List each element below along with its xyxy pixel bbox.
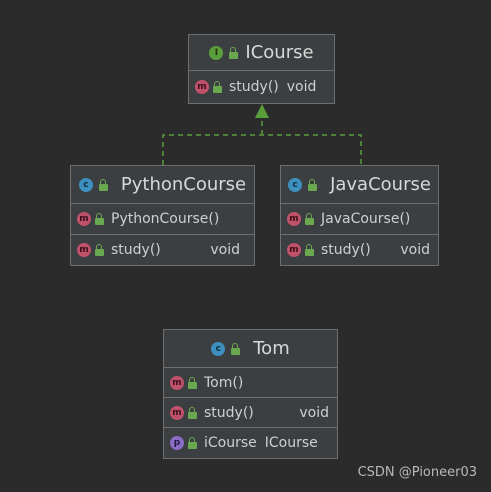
public-lock-icon <box>229 46 239 59</box>
tom-constructor-row[interactable]: m Tom() <box>164 368 337 397</box>
pythoncourse-method-row[interactable]: m study() void <box>71 234 254 265</box>
watermark: CSDN @Pioneer03 <box>357 465 477 480</box>
field-type: ICourse <box>264 435 318 451</box>
method-icon: m <box>195 80 209 94</box>
method-return-type: void <box>299 404 329 421</box>
public-lock-icon <box>213 81 223 93</box>
inheritance-arrowhead <box>255 104 269 118</box>
public-lock-icon <box>95 244 105 256</box>
method-name: study() <box>229 79 279 95</box>
field-name: iCourse <box>204 435 257 451</box>
javacourse-name: JavaCourse <box>330 174 431 195</box>
interface-icon: I <box>209 45 224 60</box>
public-lock-icon <box>305 244 315 256</box>
method-return-type: void <box>210 242 240 258</box>
class-icon: c <box>288 177 303 192</box>
pythoncourse-class-box[interactable]: c PythonCourse m PythonCourse() m study(… <box>70 165 255 266</box>
method-icon: m <box>170 405 184 420</box>
tom-name: Tom <box>253 338 290 359</box>
class-icon: c <box>78 177 93 192</box>
method-icon: m <box>77 212 91 226</box>
implements-connector <box>162 118 362 165</box>
icourse-method-row[interactable]: m study() void <box>189 71 334 103</box>
icourse-interface-box[interactable]: I ICourse m study() void <box>188 34 335 104</box>
public-lock-icon <box>188 376 198 389</box>
javacourse-constructor-row[interactable]: m JavaCourse() <box>281 204 438 234</box>
constructor-name: PythonCourse() <box>111 211 220 227</box>
javacourse-class-box[interactable]: c JavaCourse m JavaCourse() m study() vo… <box>280 165 439 266</box>
method-return-type: void <box>400 242 430 258</box>
method-icon: m <box>287 243 301 257</box>
icourse-name: ICourse <box>245 42 314 63</box>
method-icon: m <box>170 375 184 390</box>
method-name: study() <box>204 404 254 421</box>
method-name: study() <box>111 242 161 258</box>
public-lock-icon <box>188 437 198 449</box>
method-icon: m <box>77 243 91 257</box>
public-lock-icon <box>231 342 241 355</box>
constructor-name: Tom() <box>204 374 244 391</box>
class-icon: c <box>211 341 226 356</box>
public-lock-icon <box>308 178 318 191</box>
pythoncourse-name: PythonCourse <box>120 174 247 195</box>
property-icon: p <box>170 436 184 450</box>
javacourse-header: c JavaCourse <box>281 166 438 204</box>
icourse-header: I ICourse <box>189 35 334 71</box>
method-icon: m <box>287 212 301 226</box>
javacourse-method-row[interactable]: m study() void <box>281 234 438 265</box>
tom-class-box[interactable]: c Tom m Tom() m study() void p iCourse I… <box>163 329 338 459</box>
public-lock-icon <box>98 178 109 191</box>
public-lock-icon <box>188 406 198 419</box>
method-return-type: void <box>286 79 317 95</box>
pythoncourse-constructor-row[interactable]: m PythonCourse() <box>71 204 254 234</box>
tom-header: c Tom <box>164 330 337 368</box>
public-lock-icon <box>95 213 105 225</box>
method-name: study() <box>321 242 371 258</box>
constructor-name: JavaCourse() <box>321 211 411 227</box>
public-lock-icon <box>305 213 315 225</box>
tom-method-row[interactable]: m study() void <box>164 397 337 427</box>
pythoncourse-header: c PythonCourse <box>71 166 254 204</box>
tom-field-row[interactable]: p iCourse ICourse <box>164 427 337 458</box>
